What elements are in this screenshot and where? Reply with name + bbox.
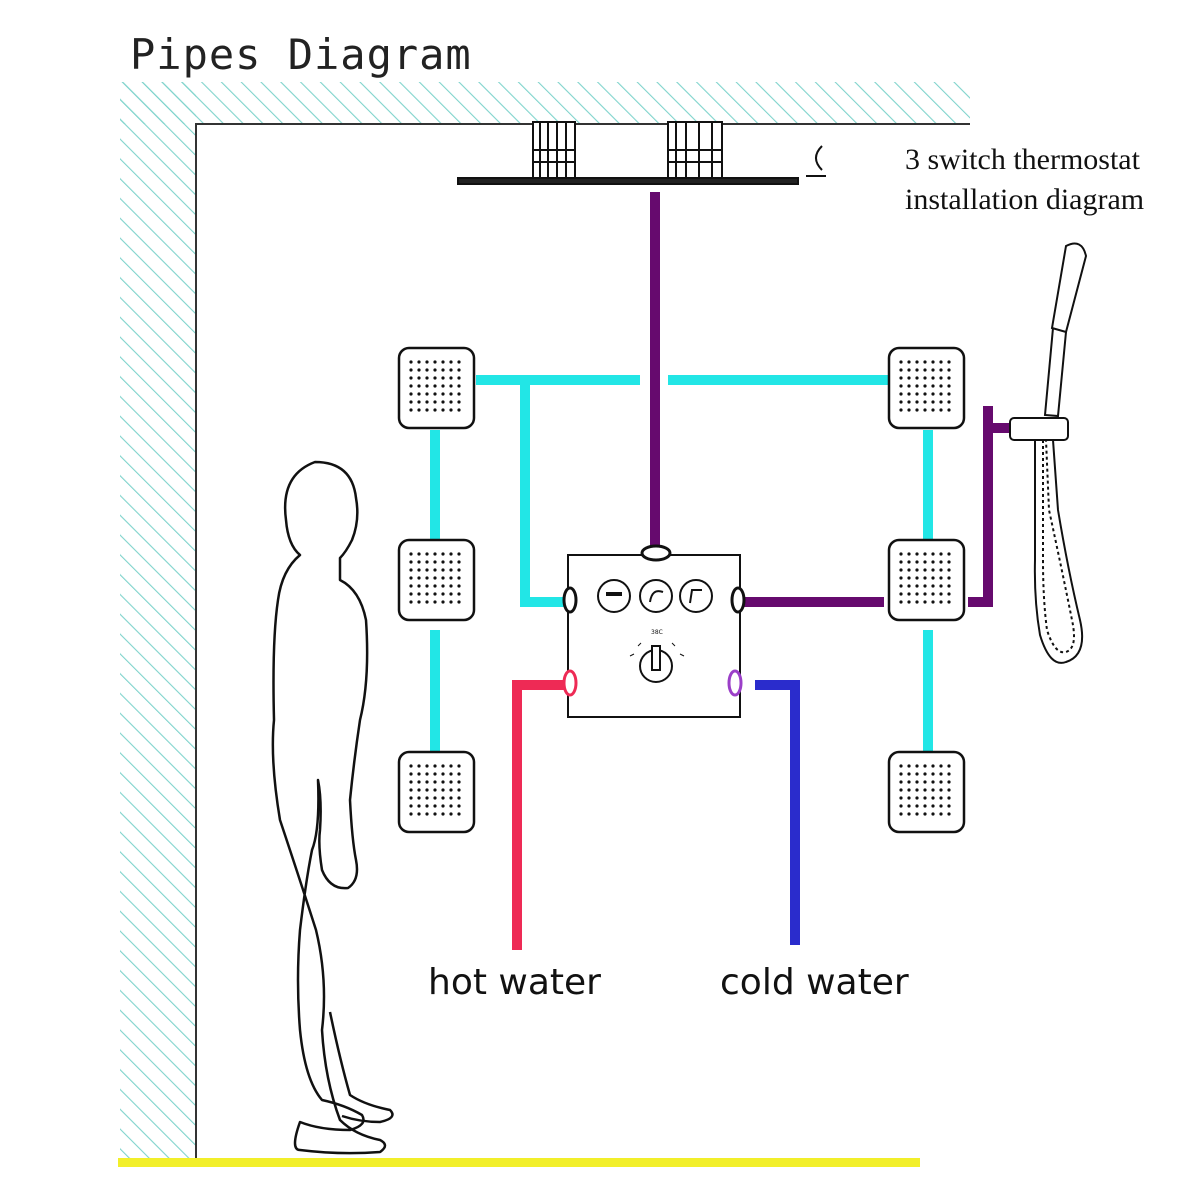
hot-water-label: hot water <box>428 962 601 1003</box>
rain-shower-head-icon <box>457 121 826 185</box>
svg-text:38C: 38C <box>651 629 663 636</box>
hand-shower-icon <box>1009 242 1088 664</box>
thermostat-valve-icon: 38C <box>562 544 746 718</box>
cold-water-label: cold water <box>720 962 909 1003</box>
caption-line-2: installation diagram <box>905 183 1145 216</box>
shower-head-pipes <box>650 192 1010 607</box>
installation-caption: 3 switch thermostat installation diagram <box>905 140 1195 220</box>
floor-line <box>118 1158 920 1167</box>
hot-water-pipe <box>512 680 570 950</box>
person-silhouette-icon <box>271 460 394 1155</box>
wall <box>120 82 970 1160</box>
caption-line-1: 3 switch thermostat <box>905 143 1140 176</box>
diagram-title: Pipes Diagram <box>130 30 472 79</box>
cold-water-pipe <box>755 680 800 945</box>
body-jet-pipes <box>430 375 933 752</box>
